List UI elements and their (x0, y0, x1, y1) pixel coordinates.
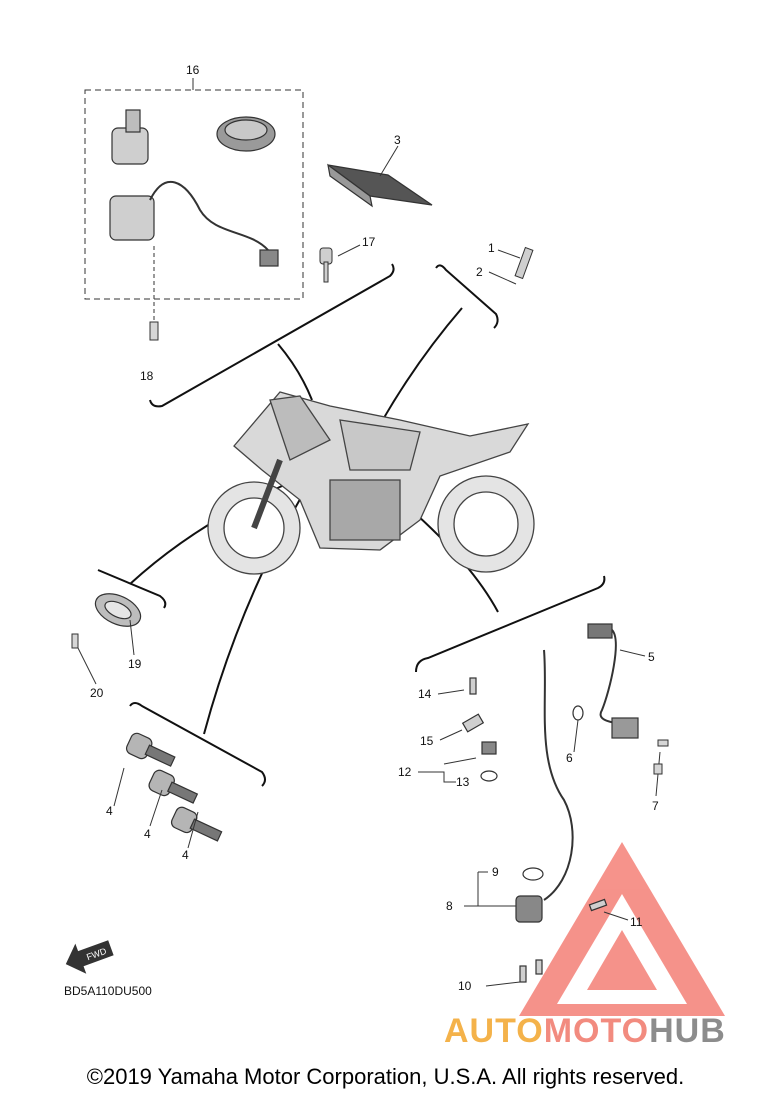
part-16-group-box (84, 89, 304, 300)
motorcycle-illustration (207, 391, 535, 575)
sensor-cable (543, 649, 574, 901)
callout-5: 5 (648, 650, 655, 664)
watermark-part-auto: AUTO (444, 1012, 544, 1050)
callout-4-third: 4 (182, 848, 189, 862)
horn-part-19 (94, 593, 142, 627)
callout-14: 14 (418, 687, 432, 701)
callout-12: 12 (398, 765, 412, 779)
callout-8: 8 (446, 899, 453, 913)
callout-2: 2 (476, 265, 483, 279)
callout-20: 20 (90, 686, 104, 700)
callout-7: 7 (652, 799, 659, 813)
seat-lock-part (109, 180, 279, 267)
callout-15: 15 (420, 734, 434, 748)
watermark-part-hub: HUB (649, 1012, 726, 1050)
copyright-notice: ©2019 Yamaha Motor Corporation, U.S.A. A… (86, 1064, 685, 1089)
callout-18: 18 (140, 369, 154, 383)
callout-6: 6 (566, 751, 573, 765)
forward-arrow-icon: FWD (65, 940, 114, 974)
sensor-part-1 (514, 246, 534, 280)
callout-3: 3 (394, 133, 401, 147)
callout-13: 13 (456, 775, 470, 789)
watermark-part-moto: MOTO (543, 1012, 650, 1050)
watermark-text: AUTOMOTOHUB (444, 1012, 726, 1051)
ignition-switch-part (111, 109, 149, 165)
callout-11: 11 (630, 915, 643, 929)
callout-4-second: 4 (144, 827, 151, 841)
sensor-parts-8-11 (515, 867, 608, 983)
switch-parts-12-15 (461, 677, 498, 782)
callout-19: 19 (128, 657, 142, 671)
sensor-part-5 (572, 623, 639, 739)
callout-1: 1 (488, 241, 495, 255)
bolt-18-part (149, 321, 159, 341)
watermark-logo (519, 842, 725, 1016)
callout-4-first: 4 (106, 804, 113, 818)
callout-16: 16 (186, 63, 200, 77)
callout-17: 17 (362, 235, 376, 249)
diagram-code: BD5A110DU500 (64, 984, 152, 998)
ignition-coils-part-4 (125, 732, 223, 842)
plate-part-3 (327, 163, 433, 208)
callout-10: 10 (458, 979, 472, 993)
callout-9: 9 (492, 865, 499, 879)
bolt-20-part (71, 633, 79, 649)
fuel-cap-part (216, 116, 276, 152)
callout-brackets (97, 263, 606, 787)
key-part-17 (319, 247, 333, 283)
